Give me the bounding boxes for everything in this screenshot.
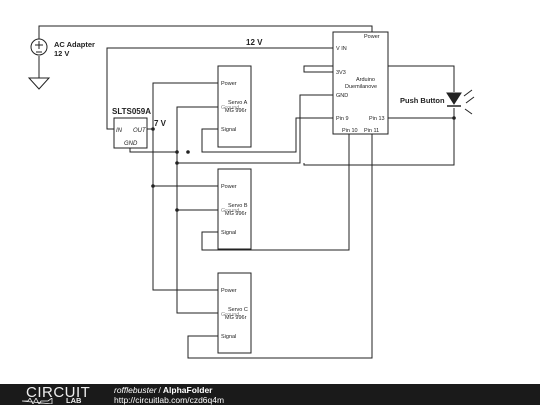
servo-a: Power Servo A Ground MG 996r Signal bbox=[217, 65, 252, 148]
arduino-title-2: Duemilanove bbox=[345, 84, 377, 90]
junction-dot bbox=[452, 116, 456, 120]
arduino: Power V IN 3V3 Arduino Duemilanove GND P… bbox=[332, 31, 389, 135]
regulator-name: SLTS059A bbox=[112, 107, 151, 116]
regulator-body bbox=[113, 117, 148, 149]
servo-a-power: Power bbox=[221, 81, 237, 87]
wire-arduino-gnd bbox=[177, 94, 333, 164]
author-separator: / bbox=[158, 385, 161, 395]
servo-c-signal: Signal bbox=[221, 334, 236, 340]
junction-dot bbox=[175, 208, 179, 212]
wire-12v-rail bbox=[106, 47, 333, 130]
push-button-label: Push Button bbox=[400, 96, 445, 105]
author-name[interactable]: rofflebuster bbox=[114, 385, 157, 395]
servo-b-power: Power bbox=[221, 184, 237, 190]
junction-dot bbox=[175, 161, 179, 165]
servo-a-ground: Ground bbox=[221, 105, 239, 111]
wire-7v-servo-b bbox=[152, 129, 218, 187]
net-7v-label: 7 V bbox=[154, 119, 167, 128]
light-ray-icon bbox=[463, 89, 473, 97]
schematic-canvas: AC Adapter 12 V 12 V 7 V SLTS059A IN OUT… bbox=[27, 25, 475, 359]
schematic-svg: AC Adapter 12 V 12 V 7 V SLTS059A IN OUT… bbox=[27, 25, 475, 359]
arduino-pin-10: Pin 10 bbox=[342, 128, 358, 134]
wire-7v-servo-a bbox=[147, 82, 218, 130]
servo-b: Power Servo B Ground MG 996r Signal bbox=[217, 168, 252, 250]
diode-icon bbox=[446, 92, 462, 105]
resistor-icon bbox=[22, 398, 53, 404]
wire-adapter-power bbox=[38, 25, 373, 39]
wire-3v3-button bbox=[303, 65, 455, 92]
circuitlab-logo: CIRCUIT bbox=[26, 384, 91, 401]
ac-adapter-voltage: 12 V bbox=[54, 49, 69, 58]
servo-b-model: MG 996r bbox=[225, 211, 247, 217]
junctions bbox=[151, 116, 456, 212]
servo-a-model: MG 996r bbox=[225, 108, 247, 114]
wire-button-ground bbox=[303, 118, 455, 166]
servo-c-model: MG 996r bbox=[225, 315, 247, 321]
arduino-pin-power: Power bbox=[364, 34, 380, 40]
servo-b-body bbox=[217, 168, 252, 250]
regulator-pin-gnd: GND bbox=[124, 141, 138, 147]
net-12v-label: 12 V bbox=[246, 38, 263, 47]
junction-dot bbox=[151, 127, 155, 131]
servo-b-ground: Ground bbox=[221, 208, 239, 214]
regulator-pin-in: IN bbox=[116, 128, 123, 134]
wire-gnd-servo-c bbox=[176, 210, 218, 314]
project-url[interactable]: http://circuitlab.com/czd6q4m bbox=[114, 395, 225, 405]
wire-7v-servo-c bbox=[152, 186, 218, 291]
author-line: rofflebuster/AlphaFolder bbox=[114, 385, 213, 395]
servo-c-body bbox=[217, 272, 252, 354]
servo-c: Power Servo C Ground MG 996r Signal bbox=[217, 272, 252, 354]
project-name[interactable]: AlphaFolder bbox=[162, 385, 213, 395]
servo-b-name: Servo B bbox=[228, 203, 248, 209]
arduino-pin-13: Pin 13 bbox=[369, 116, 385, 122]
servo-c-name: Servo C bbox=[228, 307, 248, 313]
servo-c-ground: Ground bbox=[221, 312, 239, 318]
wire-button-pin13 bbox=[388, 108, 455, 119]
servo-a-name: Servo A bbox=[228, 100, 248, 106]
light-ray-icon bbox=[464, 108, 473, 115]
regulator: SLTS059A IN OUT GND bbox=[112, 107, 151, 149]
ac-adapter-name: AC Adapter bbox=[54, 40, 95, 49]
servo-a-signal: Signal bbox=[221, 127, 236, 133]
arduino-pin-vin: V IN bbox=[336, 46, 347, 52]
wire-pin10-servo-b bbox=[201, 134, 350, 251]
ac-adapter: AC Adapter 12 V bbox=[27, 38, 95, 90]
arduino-pin-11: Pin 11 bbox=[364, 128, 379, 134]
junction-dot bbox=[151, 184, 155, 188]
footer-bar: CIRCUIT LAB rofflebuster/AlphaFolder htt… bbox=[0, 384, 540, 405]
wire-gnd-servo-b bbox=[176, 152, 218, 211]
circuitlab-logo-lab: LAB bbox=[66, 396, 82, 405]
wires bbox=[38, 25, 455, 359]
servo-a-body bbox=[217, 65, 252, 148]
junction-dot bbox=[175, 150, 179, 154]
junction-dot bbox=[186, 150, 190, 154]
wire-pin11-servo-c bbox=[187, 134, 373, 359]
regulator-pin-out: OUT bbox=[133, 128, 147, 134]
push-button: Push Button bbox=[400, 89, 475, 115]
arduino-pin-9: Pin 9 bbox=[336, 116, 349, 122]
ground-icon bbox=[27, 77, 51, 90]
wire-pin9-servo-a bbox=[201, 117, 333, 153]
servo-b-signal: Signal bbox=[221, 230, 236, 236]
arduino-body bbox=[332, 31, 389, 135]
arduino-pin-3v3: 3V3 bbox=[336, 70, 346, 76]
arduino-title-1: Arduino bbox=[356, 77, 375, 83]
light-ray-icon bbox=[465, 96, 475, 104]
arduino-pin-gnd: GND bbox=[336, 93, 348, 99]
servo-c-power: Power bbox=[221, 288, 237, 294]
